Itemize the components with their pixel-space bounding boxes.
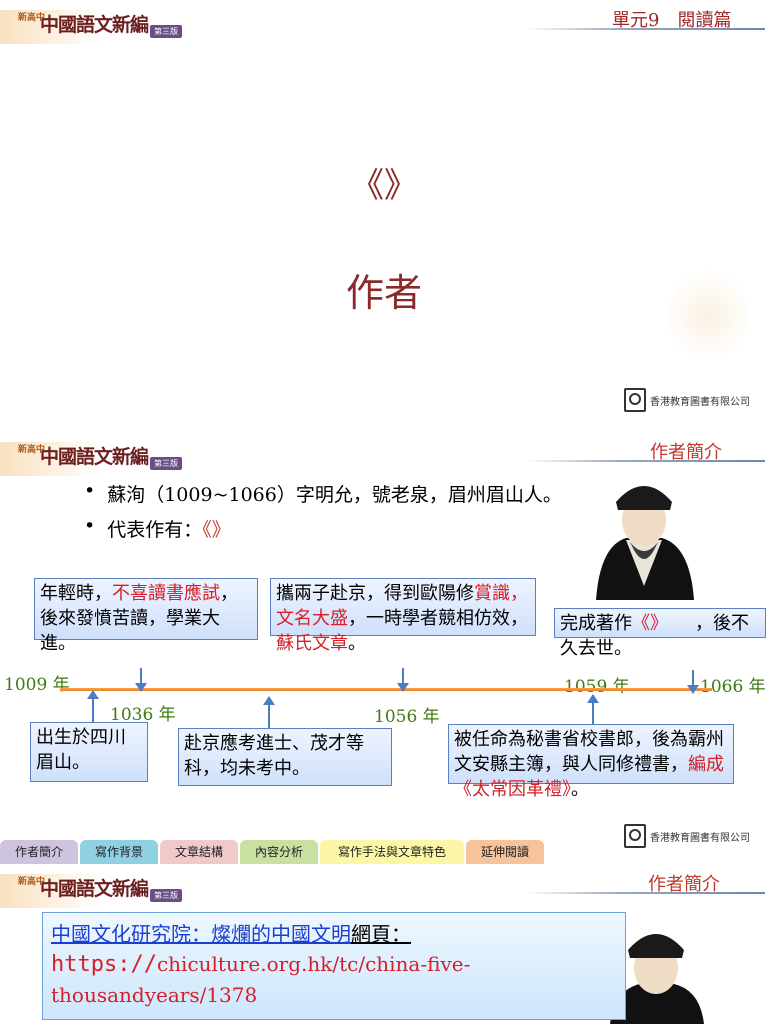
brand-small-text: 新高中 bbox=[18, 445, 46, 455]
publisher-logo-icon bbox=[624, 824, 646, 848]
brand-small-text: 新高中 bbox=[18, 13, 46, 23]
publisher-name: 香港教育圖書有限公司 bbox=[650, 396, 750, 408]
brand-title: 中國語文新編 bbox=[40, 446, 149, 468]
lesson-author: 作者 bbox=[345, 271, 422, 315]
edition-badge: 第三版 bbox=[150, 25, 182, 38]
event-box-death: 完成著作《》 ，後不久去世。 bbox=[554, 608, 766, 659]
arrow-up-icon bbox=[587, 694, 599, 726]
brand-logo: 新高中 中國語文新編 第三版 bbox=[0, 864, 200, 910]
publisher-name: 香港教育圖書有限公司 bbox=[650, 832, 750, 844]
publisher-logo-icon bbox=[624, 388, 646, 412]
arrow-up-icon bbox=[263, 696, 275, 728]
publisher-mark: 香港教育圖書有限公司 bbox=[624, 388, 750, 412]
author-timeline-slide: 新高中 中國語文新編 第三版 作者簡介 •蘇洵（1009~1066）字明允，號老… bbox=[0, 432, 768, 864]
tab-background[interactable]: 寫作背景 bbox=[80, 840, 158, 864]
year-1059: 1059 年 bbox=[564, 677, 630, 697]
navigation-tabs: 作者簡介 寫作背景 文章結構 內容分析 寫作手法與文章特色 延伸閱讀 bbox=[0, 840, 544, 864]
section-title: 作者簡介 bbox=[648, 874, 720, 895]
publisher-mark: 香港教育圖書有限公司 bbox=[624, 824, 750, 848]
arrow-down-icon bbox=[397, 668, 409, 692]
event-box-youth: 年輕時，不喜讀書應試，後來發憤苦讀，學業大進。 bbox=[34, 578, 258, 654]
event-box-birth: 出生於四川眉山。 bbox=[30, 722, 148, 782]
edition-badge: 第三版 bbox=[150, 889, 182, 902]
header-divider bbox=[525, 892, 765, 894]
lesson-title: 《》 bbox=[350, 166, 418, 206]
year-1036: 1036 年 bbox=[110, 705, 176, 725]
author-portrait bbox=[610, 934, 704, 1024]
title-slide: 新高中 中國語文新編 第三版 單元9 閱讀篇 《》 作者 香港教育圖書有限公司 bbox=[0, 0, 768, 432]
bullet-list: •蘇洵（1009~1066）字明允，號老泉，眉州眉山人。 •代表作有：《》 bbox=[84, 480, 562, 550]
bullet-item: •代表作有：《》 bbox=[84, 515, 231, 541]
resource-url[interactable]: https://chiculture.org.hk/tc/china-five-… bbox=[51, 952, 471, 1007]
event-box-office: 被任命為秘書省校書郎，後為霸州文安縣主簿，與人同修禮書，編成《太常因革禮》。 bbox=[448, 724, 734, 800]
header-divider bbox=[525, 28, 765, 30]
brand-logo: 新高中 中國語文新編 第三版 bbox=[0, 0, 200, 46]
resource-link-slide: 新高中 中國語文新編 第三版 作者簡介 中國文化研究院：燦爛的中國文明網頁： h… bbox=[0, 864, 768, 1024]
arrow-down-icon bbox=[687, 670, 699, 694]
unit-label: 單元9 閱讀篇 bbox=[612, 10, 732, 31]
event-box-capital: 攜兩子赴京，得到歐陽修賞識，文名大盛，一時學者競相仿效，蘇氏文章。 bbox=[270, 578, 536, 654]
section-title: 作者簡介 bbox=[650, 442, 722, 463]
brand-title: 中國語文新編 bbox=[40, 878, 149, 900]
year-1066: 1066 年 bbox=[700, 677, 766, 697]
bullet-item: •蘇洵（1009~1066）字明允，號老泉，眉州眉山人。 bbox=[84, 480, 562, 506]
year-1009: 1009 年 bbox=[4, 675, 70, 695]
event-box-exam: 赴京應考進士、茂才等科，均未考中。 bbox=[178, 728, 392, 786]
header-divider bbox=[525, 460, 765, 462]
tab-analysis[interactable]: 內容分析 bbox=[240, 840, 318, 864]
brand-small-text: 新高中 bbox=[18, 877, 46, 887]
year-1056: 1056 年 bbox=[374, 707, 440, 727]
timeline-axis bbox=[60, 688, 712, 691]
brand-logo: 新高中 中國語文新編 第三版 bbox=[0, 432, 200, 478]
watermark-illustration bbox=[668, 270, 748, 360]
resource-box: 中國文化研究院：燦爛的中國文明網頁： https://chiculture.or… bbox=[42, 912, 626, 1020]
tab-extended-reading[interactable]: 延伸閱讀 bbox=[466, 840, 544, 864]
tab-structure[interactable]: 文章結構 bbox=[160, 840, 238, 864]
arrow-up-icon bbox=[87, 690, 99, 722]
tab-author[interactable]: 作者簡介 bbox=[0, 840, 78, 864]
author-portrait bbox=[596, 486, 694, 600]
edition-badge: 第三版 bbox=[150, 457, 182, 470]
brand-title: 中國語文新編 bbox=[40, 14, 149, 36]
arrow-down-icon bbox=[135, 668, 147, 692]
resource-link[interactable]: 中國文化研究院：燦爛的中國文明 bbox=[51, 922, 351, 946]
tab-techniques[interactable]: 寫作手法與文章特色 bbox=[320, 840, 464, 864]
